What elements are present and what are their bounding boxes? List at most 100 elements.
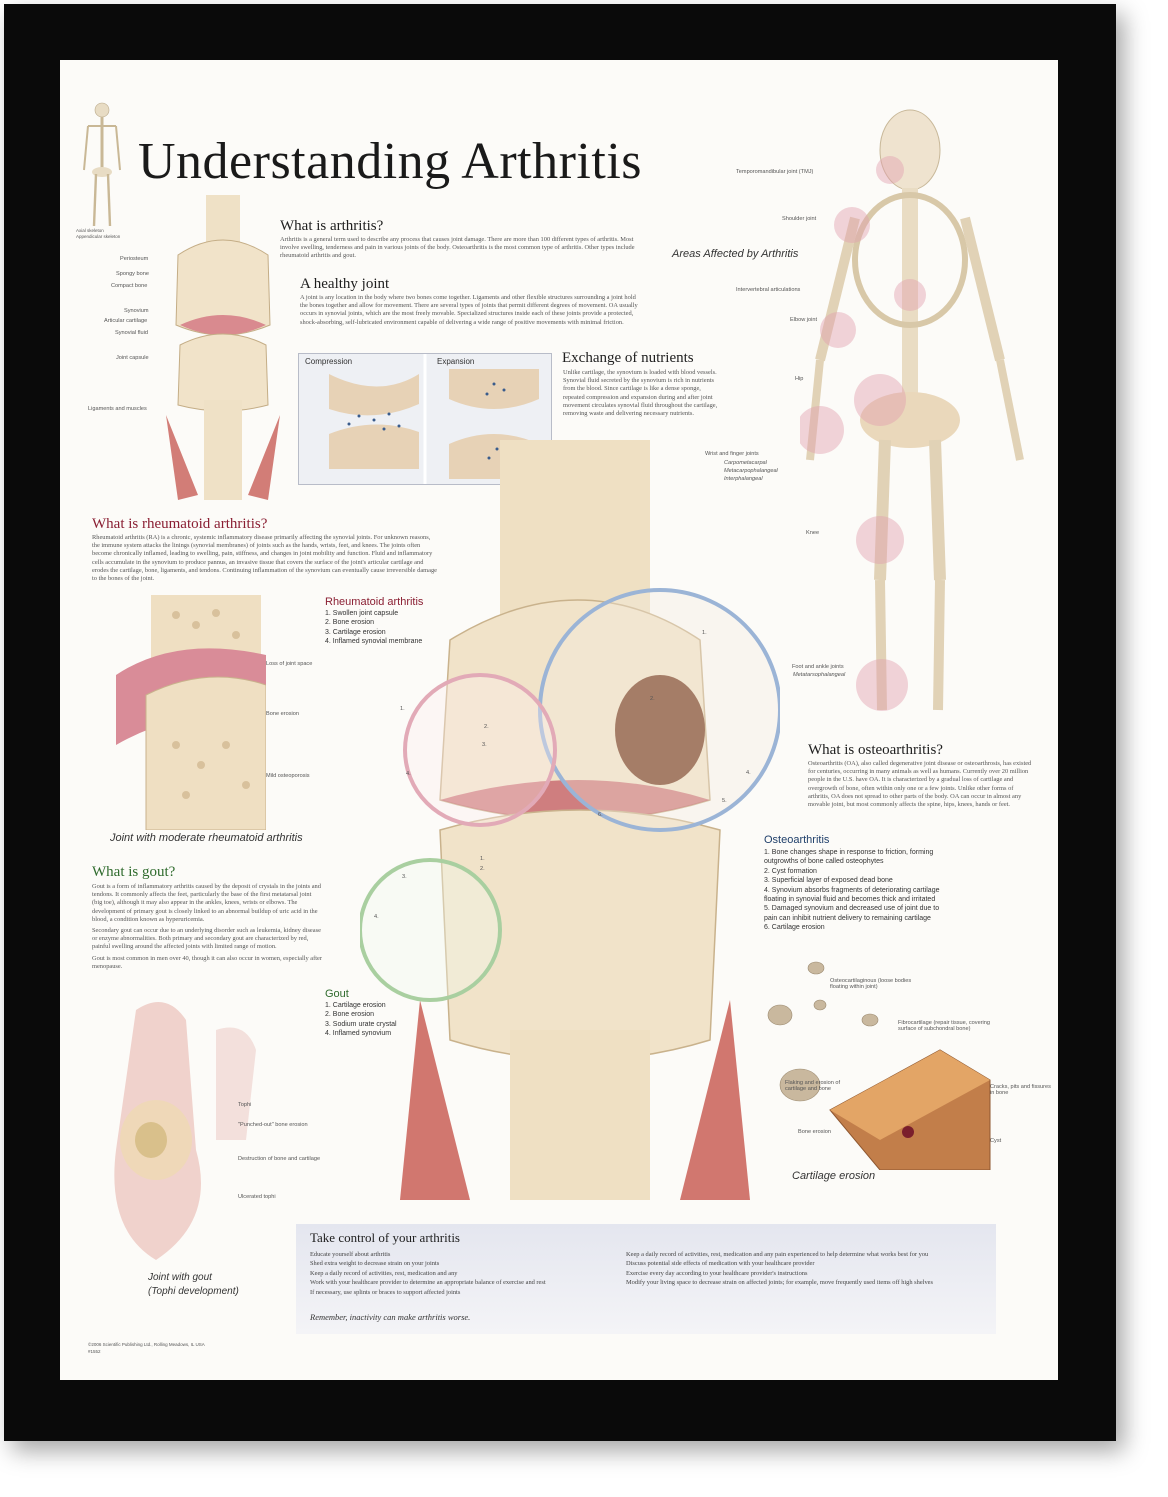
skeleton-legend: Axial skeleton Appendicular skeleton: [76, 228, 121, 239]
list-item: 1. Bone changes shape in response to fri…: [764, 849, 934, 866]
catalog-number: #1552: [88, 1349, 101, 1354]
label-tmj: Temporomandibular joint (TMJ): [736, 169, 814, 175]
text-osteoarthritis: Osteoarthritis (OA), also called degener…: [808, 760, 1032, 809]
rheumatoid-joint-illustration: [116, 595, 266, 830]
list-item: Shed extra weight to decrease strain on …: [310, 1260, 440, 1268]
label-synovium: Synovium: [124, 308, 149, 314]
page-title: Understanding Arthritis: [138, 133, 643, 190]
heading-osteoarthritis: What is osteoarthritis?: [808, 742, 943, 758]
label-foot-ankle: Foot and ankle joints: [792, 664, 844, 670]
label-metacarpophalangeal: Metacarpophalangeal: [724, 468, 778, 474]
label-shoulder: Shoulder joint: [782, 216, 817, 222]
label-tophi: Tophi: [238, 1102, 252, 1108]
label-osteocartilaginous: Osteocartilaginous (loose bodies floatin…: [830, 978, 912, 990]
rheumatoid-list: 1. Swollen joint capsule 2. Bone erosion…: [325, 609, 422, 647]
list-item: Keep a daily record of activities, rest,…: [626, 1251, 929, 1258]
list-item: Exercise every day according to your hea…: [626, 1269, 808, 1277]
gout-foot-illustration: [114, 1002, 256, 1260]
text-rheumatoid: Rheumatoid arthritis (RA) is a chronic, …: [92, 534, 437, 583]
diagram-number: 1.: [480, 856, 485, 862]
label-compact-bone: Compact bone: [111, 283, 148, 289]
label-synovial-fluid: Synovial fluid: [115, 330, 148, 336]
text-what-is-arthritis: Arthritis is a general term used to desc…: [280, 236, 635, 260]
list-item: 3. Superficial layer of exposed dead bon…: [764, 877, 893, 885]
caption-gout-joint: Joint with gout: [148, 1272, 212, 1283]
knee-joint-illustration: [360, 440, 780, 1200]
label-joint-capsule: Joint capsule: [116, 355, 149, 361]
diagram-number: 4.: [374, 914, 379, 920]
label-metatarsophalangeal: Metatarsophalangeal: [793, 672, 846, 678]
label-ligaments-muscles: Ligaments and muscles: [88, 406, 147, 412]
list-item: 4. Inflamed synovium: [325, 1030, 392, 1038]
diagram-number: 4.: [406, 771, 411, 777]
list-item: Educate yourself about arthritis: [310, 1251, 391, 1258]
caption-areas-affected: Areas Affected by Arthritis: [672, 248, 799, 260]
label-carpometacarpal: Carpometacarpal: [724, 460, 767, 466]
list-item: If necessary, use splints or braces to s…: [310, 1288, 461, 1296]
label-mild-osteoporosis: Mild osteoporosis: [266, 773, 310, 779]
osteoarthritis-list: 1. Bone changes shape in response to fri…: [764, 848, 954, 933]
list-item: 4. Inflamed synovial membrane: [325, 638, 423, 646]
text-exchange: Unlike cartilage, the synovium is loaded…: [563, 369, 718, 418]
list-item: Work with your healthcare provider to de…: [310, 1279, 546, 1287]
heading-rheumatoid: What is rheumatoid arthritis?: [92, 516, 268, 532]
list-item: Modify your living space to decrease str…: [626, 1279, 933, 1287]
cartilage-erosion-illustration: [767, 961, 991, 1170]
label-cyst: Cyst: [990, 1138, 1002, 1144]
diagram-number: 2.: [484, 724, 489, 730]
heading-take-control: Take control of your arthritis: [310, 1230, 460, 1245]
label-periosteum: Periosteum: [120, 256, 149, 262]
list-item: 2. Bone erosion: [325, 1011, 375, 1019]
label-spongy-bone: Spongy bone: [116, 271, 149, 277]
healthy-joint-illustration: [166, 195, 280, 500]
caption-rheumatoid-joint: Joint with moderate rheumatoid arthritis: [110, 832, 303, 844]
list-item: 4. Synovium absorbs fragments of deterio…: [764, 886, 940, 904]
list-item: 6. Cartilage erosion: [764, 924, 825, 932]
list-item: Discuss potential side effects of medica…: [626, 1260, 815, 1268]
take-control-panel: Take control of your arthritis Educate y…: [296, 1224, 996, 1334]
diagram-number: 2.: [650, 696, 655, 702]
take-control-footer: Remember, inactivity can make arthritis …: [310, 1312, 471, 1322]
diagram-number: 3.: [402, 874, 407, 880]
list-item: 1. Cartilage erosion: [325, 1002, 386, 1009]
label-flaking-erosion: Flaking and erosion of cartilage and bon…: [785, 1080, 841, 1092]
poster: Axial skeleton Appendicular skeleton Und…: [60, 60, 1058, 1380]
label-bone-erosion-oa: Bone erosion: [798, 1129, 831, 1135]
diagram-number: 4.: [746, 770, 751, 776]
full-skeleton-illustration: [800, 109, 1024, 711]
list-item: 5. Damaged synovium and decreased use of…: [764, 905, 940, 922]
diagram-number: 6.: [598, 812, 603, 818]
gout-paragraph-3: Gout is most common in men over 40, thou…: [92, 954, 323, 970]
list-item: 1. Swollen joint capsule: [325, 610, 399, 617]
gout-paragraph-1: Gout is a form of inflammatory arthritis…: [92, 883, 321, 923]
diagram-number: 5.: [722, 798, 727, 804]
heading-exchange: Exchange of nutrients: [562, 350, 694, 366]
label-compression: Compression: [305, 357, 353, 366]
label-ulcerated-tophi: Ulcerated tophi: [238, 1194, 276, 1200]
label-hip: Hip: [795, 376, 804, 382]
list-item: 2. Bone erosion: [325, 619, 375, 627]
label-expansion: Expansion: [437, 357, 475, 366]
label-punched-out: "Punched-out" bone erosion: [238, 1122, 308, 1128]
diagram-number: 1.: [702, 630, 707, 636]
copyright: ©2006 Scientific Publishing Ltd., Rollin…: [88, 1342, 205, 1347]
gout-list: 1. Cartilage erosion 2. Bone erosion 3. …: [325, 1001, 397, 1039]
label-loss-joint-space: Loss of joint space: [266, 661, 313, 667]
heading-healthy-joint: A healthy joint: [300, 276, 390, 292]
heading-gout: What is gout?: [92, 864, 176, 880]
list-item: Keep a daily record of activities, rest,…: [310, 1269, 458, 1277]
label-elbow: Elbow joint: [790, 317, 818, 323]
text-healthy-joint: A joint is any location in the body wher…: [300, 294, 638, 326]
diagram-number: 1.: [400, 706, 405, 712]
text-gout: Gout is a form of inflammatory arthritis…: [92, 883, 322, 971]
caption-cartilage-erosion: Cartilage erosion: [792, 1170, 876, 1182]
caption-gout-tophi: (Tophi development): [148, 1286, 239, 1297]
label-intervertebral: Intervertebral articulations: [736, 287, 801, 293]
label-cracks-pits: Cracks, pits and fissures in bone: [990, 1084, 1051, 1096]
list-item: 3. Sodium urate crystal: [325, 1020, 397, 1028]
label-articular-cartilage: Articular cartilage: [104, 318, 148, 324]
osteoarthritis-list-title: Osteoarthritis: [764, 834, 830, 846]
gout-paragraph-2: Secondary gout can occur due to an under…: [92, 927, 321, 951]
label-wrist-finger: Wrist and finger joints: [705, 451, 759, 457]
skeleton-icon: [83, 102, 121, 227]
